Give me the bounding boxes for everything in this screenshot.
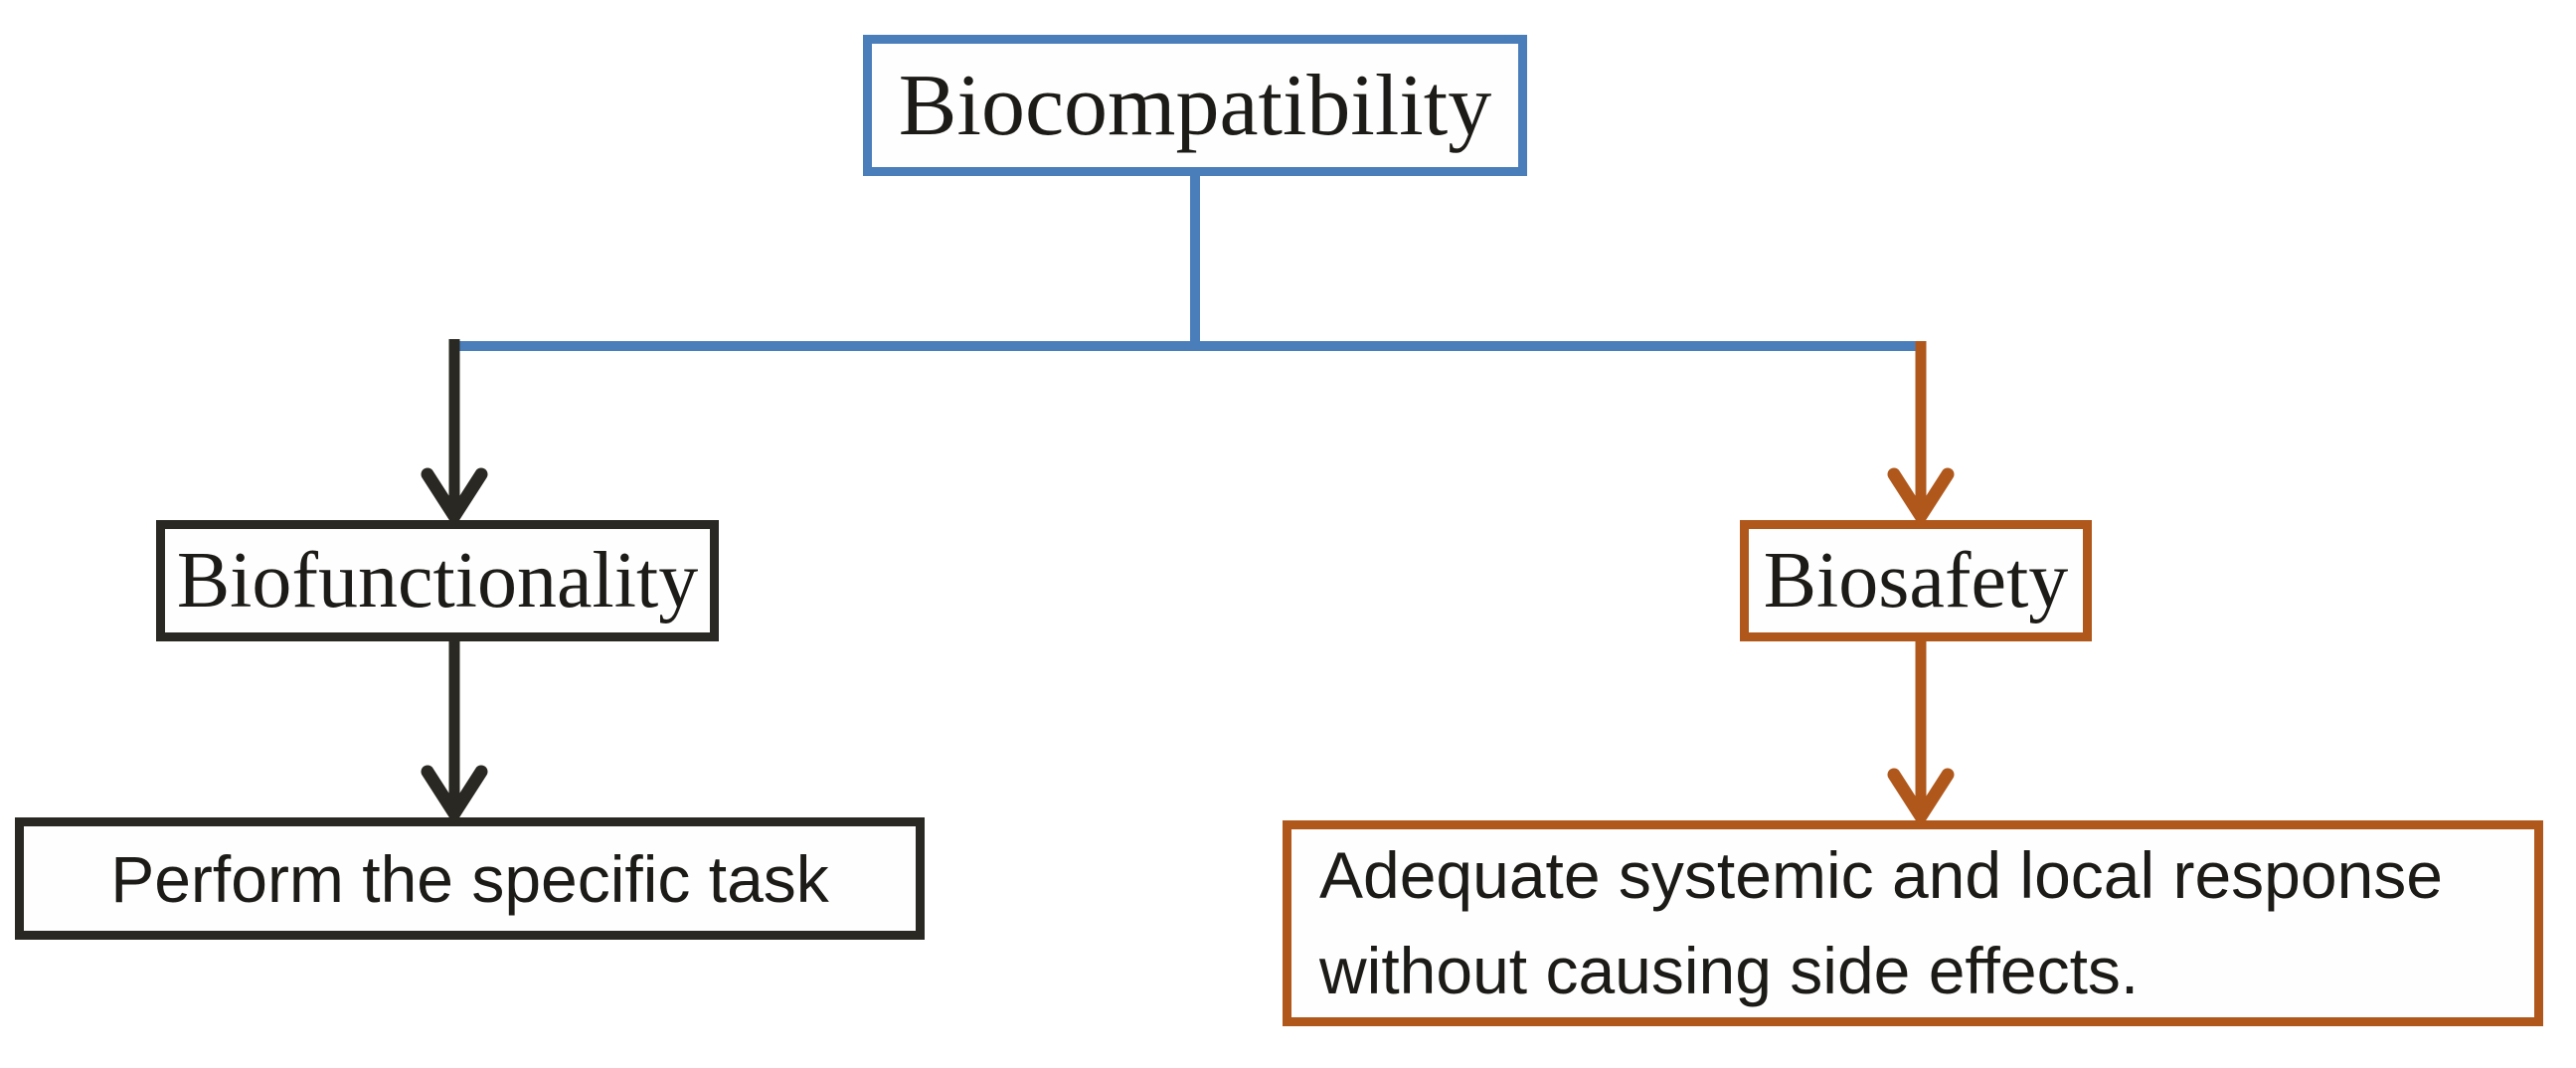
node-adequate-response: Adequate systemic and local response wit… <box>1283 820 2543 1026</box>
node-biofunctionality: Biofunctionality <box>156 520 719 641</box>
node-biosafety: Biosafety <box>1740 520 2092 641</box>
arrowhead-to-task <box>421 765 488 820</box>
node-label: Perform the specific task <box>110 841 829 916</box>
node-label: Biocompatibility <box>898 57 1492 154</box>
node-biocompatibility: Biocompatibility <box>863 35 1527 176</box>
node-label: Biosafety <box>1763 536 2069 624</box>
node-perform-task: Perform the specific task <box>15 817 925 940</box>
node-label: Biofunctionality <box>176 536 699 624</box>
node-label: Adequate systemic and local response wit… <box>1319 837 2443 1007</box>
arrowhead-to-response <box>1887 768 1955 823</box>
arrowhead-to-biosafety <box>1887 467 1955 523</box>
arrowhead-to-biofunctionality <box>421 467 488 523</box>
